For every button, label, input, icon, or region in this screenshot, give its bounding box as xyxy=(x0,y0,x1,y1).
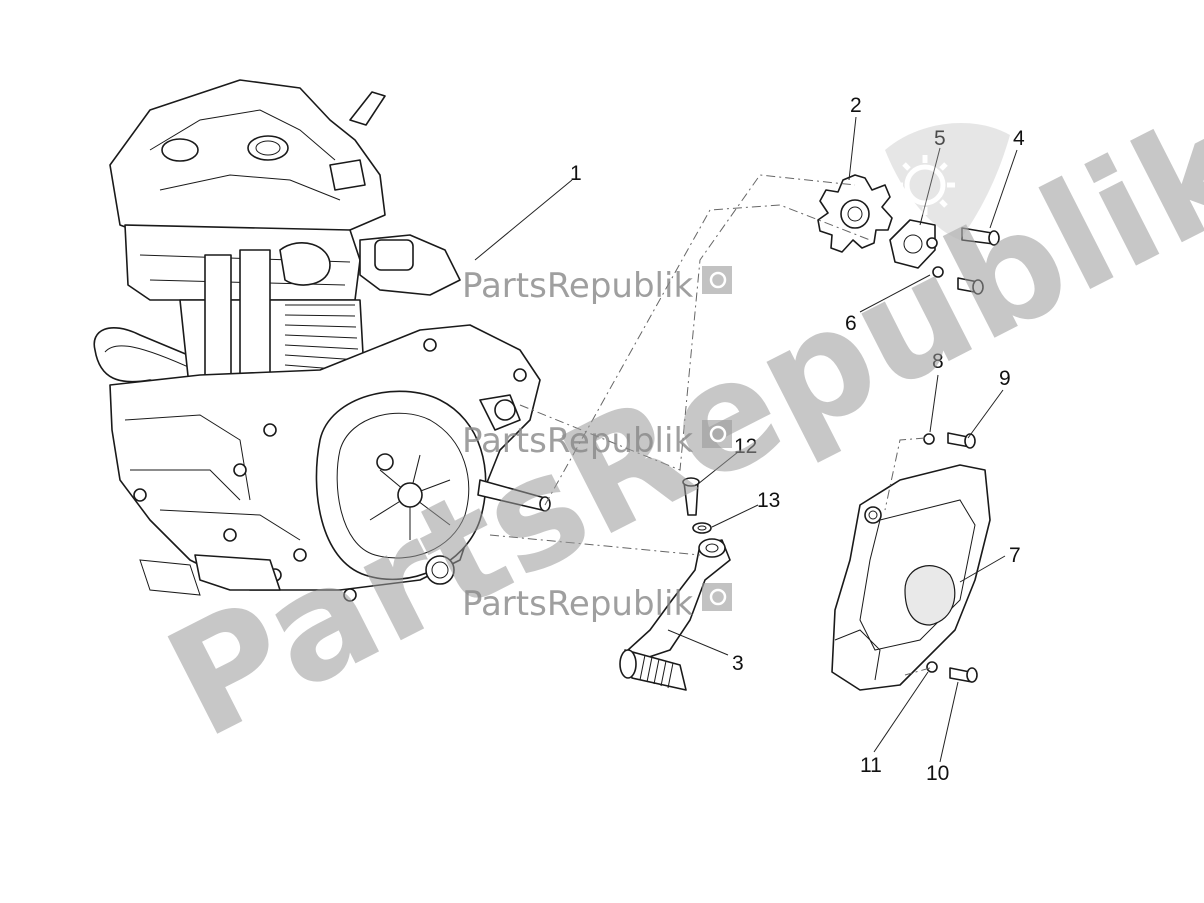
callout-8: 8 xyxy=(932,350,944,373)
engine-assembly xyxy=(93,79,551,602)
callout-12: 12 xyxy=(734,435,757,458)
callout-labels: 1 2 5 4 6 8 9 12 13 7 3 11 10 xyxy=(570,94,1025,785)
gear-flag-icon xyxy=(885,123,1010,240)
callout-4: 4 xyxy=(1013,127,1025,150)
bolt-4 xyxy=(926,227,1000,249)
bolt-12 xyxy=(682,477,700,516)
bolt-10 xyxy=(926,661,978,683)
washer-13 xyxy=(692,522,712,534)
sprocket-cover xyxy=(831,464,991,691)
gear-flag-icon xyxy=(702,420,732,448)
gear-shift-lever xyxy=(619,538,731,691)
callout-5: 5 xyxy=(934,127,946,150)
leader-lines xyxy=(474,116,1018,763)
callout-9: 9 xyxy=(999,367,1011,390)
callout-2: 2 xyxy=(850,94,862,117)
bolt-9 xyxy=(923,432,976,449)
bolt-6 xyxy=(932,266,984,295)
callout-13: 13 xyxy=(757,489,780,512)
callout-7: 7 xyxy=(1009,544,1021,567)
watermark-small-text-2: PartsRepublik xyxy=(462,421,693,461)
gear-flag-icon xyxy=(702,266,732,294)
watermark-small-text-3: PartsRepublik xyxy=(462,584,693,624)
watermark-small-2: PartsRepublik xyxy=(462,420,732,461)
sprocket-retainer-plate xyxy=(889,219,936,269)
front-sprocket xyxy=(817,174,893,253)
callout-11: 11 xyxy=(860,754,882,777)
callout-10: 10 xyxy=(926,762,949,785)
assembly-lines xyxy=(489,174,931,676)
watermark-small-3: PartsRepublik xyxy=(462,583,732,624)
gear-flag-icon xyxy=(702,583,732,611)
callout-6: 6 xyxy=(845,312,857,335)
watermark-small-1: PartsRepublik xyxy=(462,266,732,306)
callout-3: 3 xyxy=(732,652,744,675)
watermark-small-text-1: PartsRepublik xyxy=(462,266,693,306)
callout-1: 1 xyxy=(570,162,582,185)
